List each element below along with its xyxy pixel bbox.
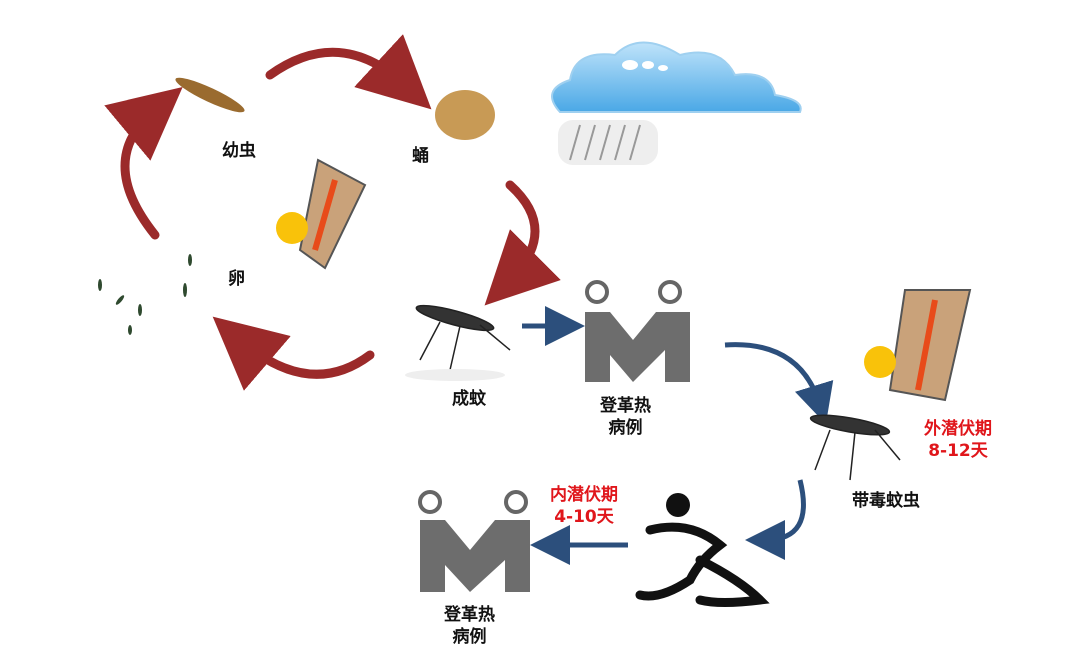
- label-egg: 卵: [228, 269, 245, 289]
- label-infected-mosquito: 带毒蚊虫: [852, 491, 920, 511]
- arrow-adult-to-egg: [212, 316, 375, 391]
- arrow-pupa-to-adult: [484, 180, 561, 306]
- adult-mosquito-icon: [405, 304, 511, 381]
- dengue-case-icon: [585, 280, 690, 382]
- dengue-case-icon-2: [418, 490, 530, 592]
- intrinsic-line1: 内潜伏期: [550, 485, 618, 505]
- infected-mosquito-icon: [809, 414, 901, 481]
- intrinsic-line2: 4-10天: [554, 507, 614, 527]
- label-intrinsic-incubation: 内潜伏期 4-10天: [550, 484, 618, 528]
- lifecycle-arrows: [104, 34, 561, 391]
- rain-cloud-icon: [551, 41, 802, 165]
- label-dengue-case-2: 登革热 病例: [444, 604, 495, 648]
- thermometer-sun-icon-2: [864, 289, 972, 402]
- infected-human-icon: [635, 493, 770, 607]
- arrow-case-to-mosquito: [724, 342, 834, 425]
- case2-line1: 登革热: [444, 605, 495, 625]
- transmission-arrows: [522, 306, 834, 565]
- label-adult-mosquito: 成蚊: [452, 389, 486, 409]
- label-dengue-case: 登革热 病例: [600, 395, 651, 439]
- case2-line2: 病例: [452, 627, 487, 647]
- case-line2: 病例: [608, 418, 643, 438]
- arrow-egg-to-larva: [104, 86, 183, 240]
- larva-icon: [175, 77, 245, 113]
- label-pupa: 蛹: [412, 146, 429, 166]
- arrow-larva-to-pupa: [265, 34, 432, 110]
- extrinsic-line1: 外潜伏期: [924, 419, 992, 439]
- extrinsic-line2: 8-12天: [928, 441, 988, 461]
- label-extrinsic-incubation: 外潜伏期 8-12天: [924, 418, 992, 462]
- pupa-icon: [435, 90, 495, 140]
- eggs-icon: [98, 254, 192, 335]
- case-line1: 登革热: [600, 396, 651, 416]
- thermometer-sun-icon: [276, 158, 367, 270]
- arrow-mosquito-to-human: [745, 479, 806, 560]
- label-larva: 幼虫: [222, 141, 256, 161]
